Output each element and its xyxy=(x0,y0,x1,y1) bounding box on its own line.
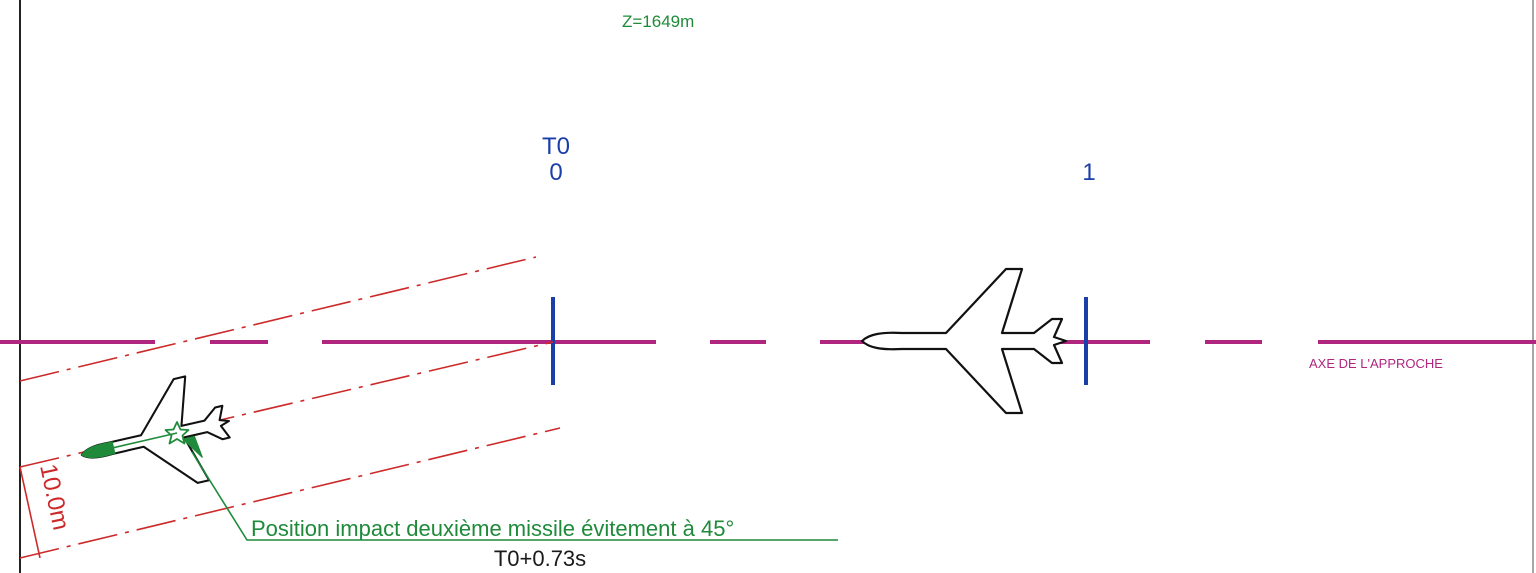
altitude-label: Z=1649m xyxy=(622,12,694,31)
impact-leader-line xyxy=(191,451,838,541)
impact-time: T0+0.73s xyxy=(494,546,586,571)
width-label: 10.0m xyxy=(34,462,74,533)
aircraft-icon xyxy=(860,267,1068,415)
impact-label: Position impact deuxième missile éviteme… xyxy=(251,516,734,541)
marker-1-index: 1 xyxy=(1082,159,1095,186)
marker-0-label: T0 xyxy=(542,133,570,160)
width-dimension-line xyxy=(19,466,41,559)
marker-0-index: 0 xyxy=(549,159,562,186)
axis-label: AXE DE L'APPROCHE xyxy=(1309,356,1443,371)
corridor-lines xyxy=(19,256,561,559)
star-icon xyxy=(164,421,190,445)
aircraft-icon xyxy=(68,368,242,508)
